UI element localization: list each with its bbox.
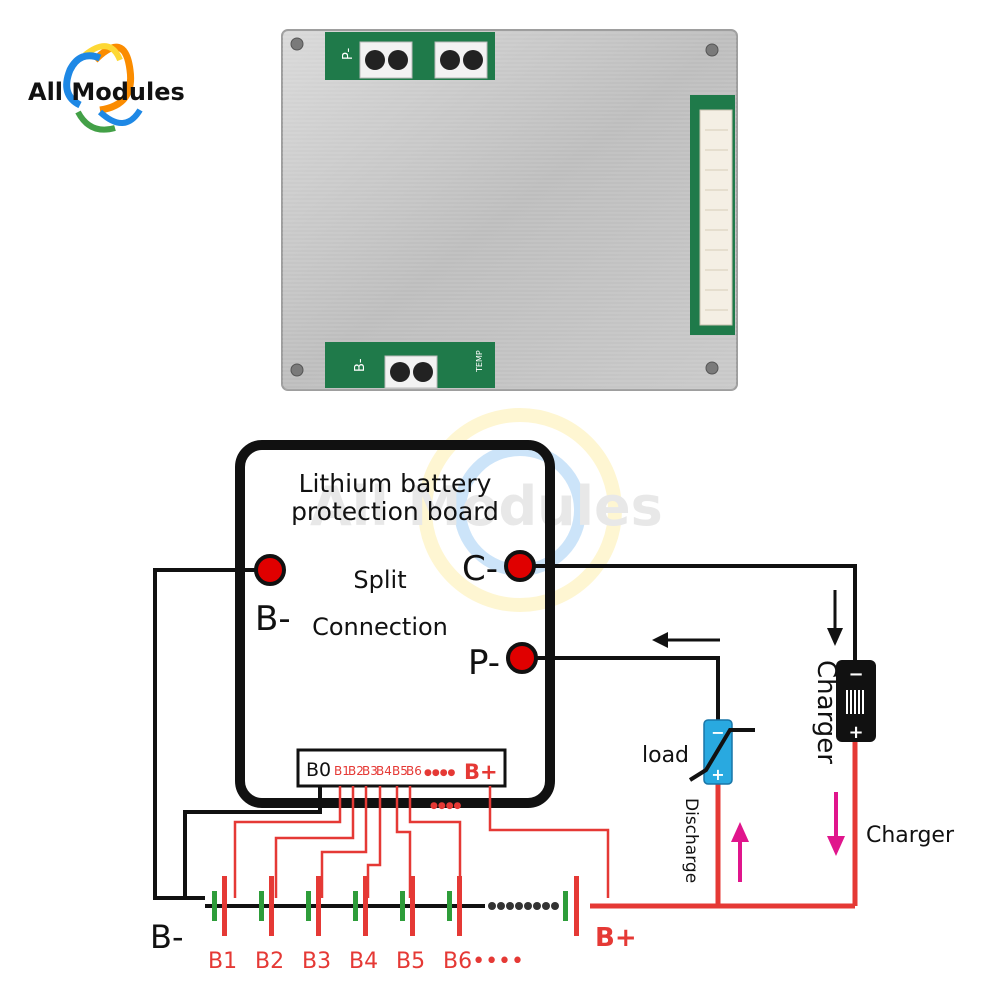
cell-negative-plate xyxy=(400,891,405,921)
balance-connector xyxy=(699,109,733,326)
header-b0: B0 xyxy=(306,759,331,781)
pack-continuation-dots xyxy=(488,902,559,910)
cell-positive-plate xyxy=(363,876,368,936)
arrow-discharge-up-magenta-icon xyxy=(731,822,749,882)
board-title-line2: protection board xyxy=(291,497,499,526)
battery-cells xyxy=(212,876,579,936)
wire-b0 xyxy=(183,786,322,898)
balance-header xyxy=(296,748,507,788)
mode-line1: Split xyxy=(353,566,406,594)
charger-vertical-label: Charger xyxy=(811,660,841,764)
cell-labels: B1 B2 B3 B4 B5 B6•••• xyxy=(208,949,524,974)
cell-label: B1 xyxy=(208,949,237,974)
logo-text: All Modules xyxy=(28,78,185,106)
wiring-diagram: Lithium battery protection board Split C… xyxy=(150,440,955,974)
mode-line2: Connection xyxy=(312,613,448,641)
continuation-dot xyxy=(524,902,532,910)
bms-board-photo: P- B- TEMP xyxy=(281,29,738,391)
continuation-dot xyxy=(506,902,514,910)
cell-positive-plate xyxy=(316,876,321,936)
cell-negative-plate xyxy=(306,891,311,921)
header-pin-b4: B4 xyxy=(376,764,392,778)
header-pin-b6: B6 xyxy=(406,764,422,778)
terminal-p-minus-label: P- xyxy=(468,643,500,683)
cell-negative-plate xyxy=(259,891,264,921)
charger-plus-sign: + xyxy=(848,722,863,743)
cell-positive-plate xyxy=(410,876,415,936)
watermark: All Modules xyxy=(310,408,663,612)
logo-swirl-icon xyxy=(63,43,143,133)
pad-label-b-minus: B- xyxy=(353,358,368,372)
header-pin-b3: B3 xyxy=(362,764,378,778)
pack-b-plus-label: B+ xyxy=(595,923,637,953)
battery-pack xyxy=(205,876,855,936)
continuation-dot xyxy=(551,902,559,910)
cell-negative-plate xyxy=(447,891,452,921)
wire-c-minus xyxy=(534,564,857,660)
load-resistor-icon xyxy=(688,719,755,785)
cell-label: B4 xyxy=(349,949,378,974)
charger-side-label: Charger xyxy=(866,823,955,848)
arrow-charge-down-icon xyxy=(827,590,843,646)
brand-logo: All Modules xyxy=(28,43,185,133)
watermark-text: All Modules xyxy=(310,475,663,538)
header-pin-b1: B1 xyxy=(334,764,350,778)
pack-b-minus-label: B- xyxy=(150,918,184,956)
terminal-p-minus xyxy=(506,642,538,674)
header-b-plus: B+ xyxy=(464,760,498,784)
cell-positive-plate xyxy=(574,876,579,936)
cell-negative-plate xyxy=(563,891,568,921)
header-dots-below: ●●●● xyxy=(430,801,462,811)
continuation-dot xyxy=(515,902,523,910)
continuation-dot xyxy=(542,902,550,910)
load-label: load xyxy=(642,743,689,768)
terminal-c-minus-label: C- xyxy=(462,549,498,589)
header-pin-b2: B2 xyxy=(348,764,364,778)
cell-label: B2 xyxy=(255,949,284,974)
cell-positive-plate xyxy=(457,876,462,936)
header-dots: ●●●● xyxy=(424,768,456,778)
board-title-line1: Lithium battery xyxy=(299,469,492,498)
arrow-discharge-left-icon xyxy=(652,632,720,648)
charger-icon xyxy=(836,660,876,742)
wire-p-minus xyxy=(536,656,720,720)
cell-negative-plate xyxy=(212,891,217,921)
cell-positive-plate xyxy=(222,876,227,936)
load-plus-sign: + xyxy=(711,765,724,784)
terminal-c-minus xyxy=(504,550,536,582)
cell-negative-plate xyxy=(353,891,358,921)
cell-label: B6•••• xyxy=(443,949,524,974)
continuation-dot xyxy=(533,902,541,910)
arrow-charge-down-magenta-icon xyxy=(827,792,845,856)
header-pin-b5: B5 xyxy=(392,764,408,778)
terminal-b-minus xyxy=(254,554,286,586)
load-minus-sign: − xyxy=(711,723,724,742)
pad-label-temp: TEMP xyxy=(475,350,484,373)
discharge-label: Discharge xyxy=(681,798,701,883)
cell-positive-plate xyxy=(269,876,274,936)
cell-label: B3 xyxy=(302,949,331,974)
terminal-b-minus-label: B- xyxy=(255,599,291,639)
cell-label: B5 xyxy=(396,949,425,974)
pad-label-p-minus: P- xyxy=(341,47,356,60)
screw-icons xyxy=(290,37,719,377)
wire-b-minus xyxy=(153,568,256,900)
continuation-dot xyxy=(488,902,496,910)
protection-board-box xyxy=(235,440,555,808)
continuation-dot xyxy=(497,902,505,910)
black-wires xyxy=(153,564,857,900)
charger-minus-sign: − xyxy=(848,664,863,685)
